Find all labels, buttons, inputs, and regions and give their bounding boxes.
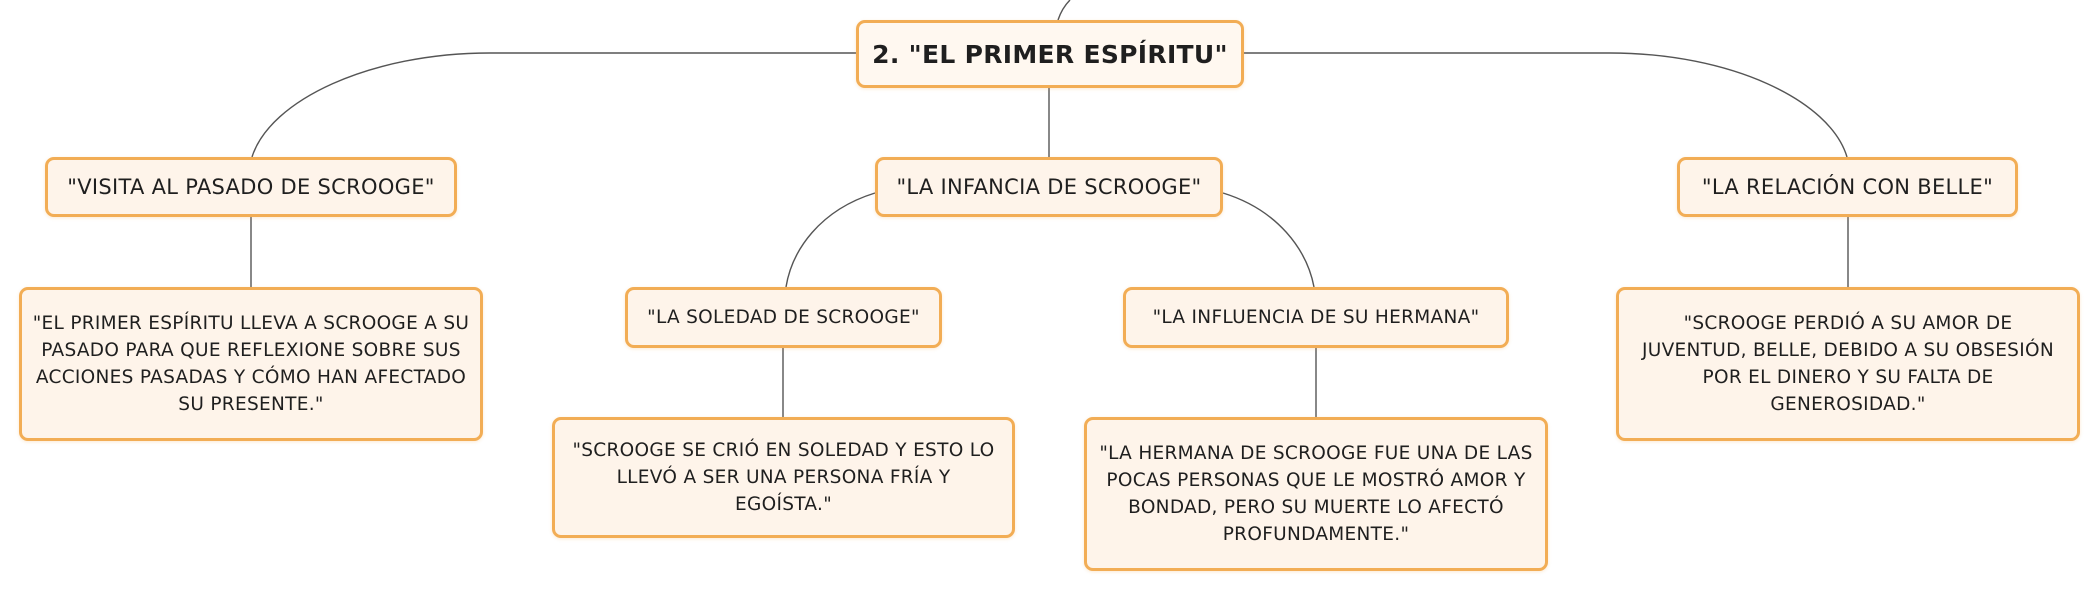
node-influencia-hermana[interactable]: "LA INFLUENCIA DE SU HERMANA" [1123, 287, 1509, 348]
node-visita-detail[interactable]: "EL PRIMER ESPÍRITU LLEVA A SCROOGE A SU… [19, 287, 483, 441]
node-soledad[interactable]: "LA SOLEDAD DE SCROOGE" [625, 287, 942, 348]
node-infancia[interactable]: "LA INFANCIA DE SCROOGE" [875, 157, 1223, 217]
root-node[interactable]: 2. "EL PRIMER ESPÍRITU" [856, 20, 1244, 88]
root-node-label: 2. "EL PRIMER ESPÍRITU" [872, 39, 1228, 69]
node-soledad-detail[interactable]: "SCROOGE SE CRIÓ EN SOLEDAD Y ESTO LO LL… [552, 417, 1015, 538]
connector-infancia-to-hermana [1222, 192, 1315, 288]
node-visita-detail-text: "EL PRIMER ESPÍRITU LLEVA A SCROOGE A SU… [32, 313, 470, 415]
node-hermana-detail-text: "LA HERMANA DE SCROOGE FUE UNA DE LAS PO… [1099, 443, 1533, 545]
connector-root-to-belle [1244, 52, 1848, 158]
node-infancia-label: "LA INFANCIA DE SCROOGE" [896, 175, 1202, 199]
node-soledad-label: "LA SOLEDAD DE SCROOGE" [647, 307, 920, 328]
node-relacion-belle-label: "LA RELACIÓN CON BELLE" [1701, 175, 1994, 199]
connector-infancia-to-soledad [785, 192, 876, 288]
node-soledad-detail-text: "SCROOGE SE CRIÓ EN SOLEDAD Y ESTO LO LL… [572, 440, 995, 515]
node-influencia-hermana-label: "LA INFLUENCIA DE SU HERMANA" [1152, 307, 1480, 328]
node-visita-pasado-label: "VISITA AL PASADO DE SCROOGE" [67, 175, 435, 199]
connector-parent-to-root [1057, 0, 1071, 21]
connector-root-to-visita [251, 52, 856, 158]
node-belle-detail-text: "SCROOGE PERDIÓ A SU AMOR DE JUVENTUD, B… [1641, 313, 2054, 415]
node-hermana-detail[interactable]: "LA HERMANA DE SCROOGE FUE UNA DE LAS PO… [1084, 417, 1548, 571]
node-relacion-belle[interactable]: "LA RELACIÓN CON BELLE" [1677, 157, 2018, 217]
node-visita-pasado[interactable]: "VISITA AL PASADO DE SCROOGE" [45, 157, 457, 217]
node-belle-detail[interactable]: "SCROOGE PERDIÓ A SU AMOR DE JUVENTUD, B… [1616, 287, 2080, 441]
